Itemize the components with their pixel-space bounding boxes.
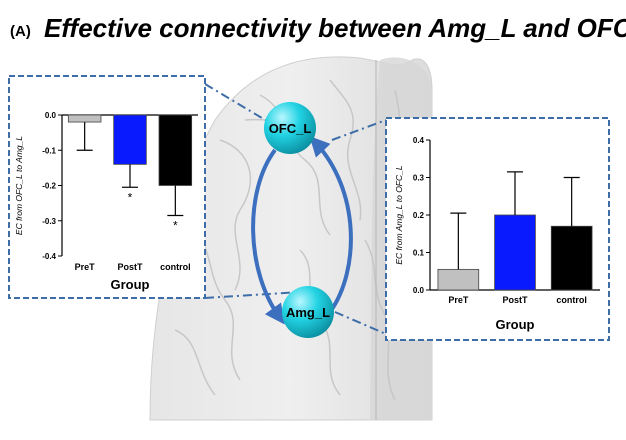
x-axis-label: Group — [111, 277, 150, 292]
connector-lines — [204, 83, 387, 335]
x-tick-label: PostT — [502, 295, 528, 305]
x-tick-label: control — [556, 295, 587, 305]
node-ofc: OFC_L — [264, 102, 316, 154]
bar-postt — [494, 214, 536, 291]
bar-control — [158, 114, 193, 186]
y-tick-label: -0.4 — [42, 252, 56, 261]
y-axis-label: EC from OFC_L to Amg_L — [14, 136, 24, 235]
y-tick-label: -0.2 — [42, 182, 56, 191]
y-axis-label: EC from Amg_L to OFC_L — [394, 165, 404, 264]
x-axis-label: Group — [496, 317, 535, 332]
x-tick-label: PostT — [117, 262, 143, 272]
node-ofc-label: OFC_L — [269, 121, 312, 136]
significance-marker: * — [128, 190, 133, 204]
y-tick-label: 0.1 — [413, 249, 425, 258]
bar-pret — [67, 114, 102, 123]
y-tick-label: -0.1 — [42, 146, 56, 155]
y-tick-label: 0.0 — [413, 286, 425, 295]
node-amg-label: Amg_L — [286, 305, 330, 320]
x-tick-label: control — [160, 262, 191, 272]
significance-marker: * — [173, 218, 178, 232]
panel-label: (A) — [10, 23, 31, 40]
y-tick-label: 0.4 — [413, 136, 425, 145]
bar-postt — [113, 114, 147, 165]
bar-pret — [437, 268, 480, 291]
y-tick-label: 0.0 — [45, 111, 57, 120]
y-tick-label: -0.3 — [42, 217, 56, 226]
y-tick-label: 0.2 — [413, 211, 425, 220]
x-tick-label: PreT — [448, 295, 469, 305]
connectivity-arrows — [251, 136, 353, 325]
y-tick-label: 0.3 — [413, 174, 425, 183]
node-amg: Amg_L — [282, 286, 334, 338]
x-tick-label: PreT — [75, 262, 96, 272]
figure-title: Effective connectivity between Amg_L and… — [44, 13, 626, 43]
bar-control — [550, 225, 593, 291]
